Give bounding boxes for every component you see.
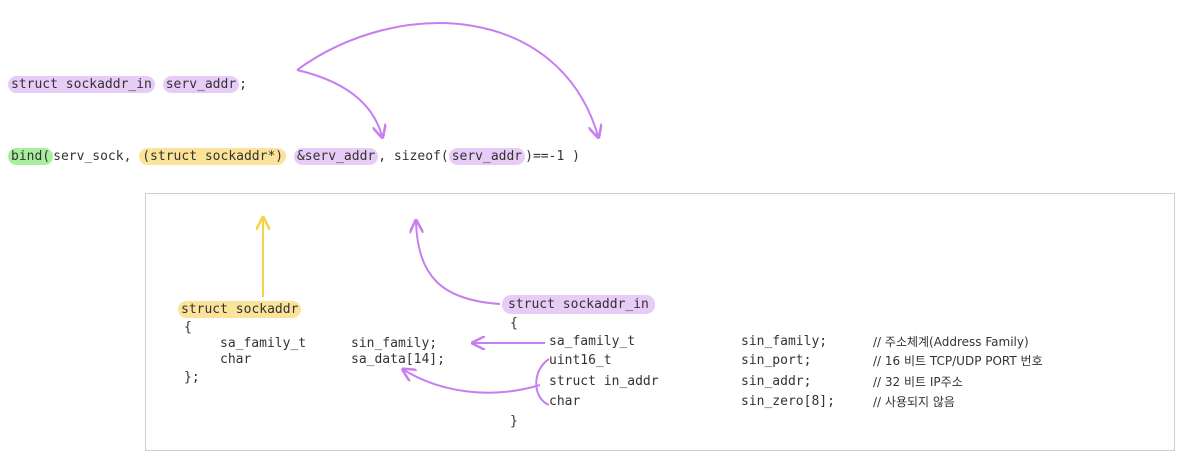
sockaddr-close-brace: };: [184, 370, 200, 385]
sockaddr-in-field-name: sin_family;: [741, 334, 828, 349]
sockaddr-in-title: struct sockaddr_in: [502, 295, 655, 314]
sockaddr-title: struct sockaddr: [178, 301, 302, 319]
sockaddr-in-field-comment: // 사용되지 않음: [873, 395, 955, 409]
bind-gap: [286, 149, 294, 164]
sockaddr-in-field-type: uint16_t: [549, 353, 612, 368]
struct-definitions-panel: [145, 193, 1175, 451]
sockaddr-in-field-name: sin_port;: [741, 353, 812, 368]
bind-call-line: bind(serv_sock, (struct sockaddr*) &serv…: [8, 148, 580, 166]
sockaddr-field-type: sa_family_t: [220, 336, 307, 351]
decl-struct-type: struct sockaddr_in: [8, 76, 155, 93]
sockaddr-field-type: char: [220, 352, 252, 367]
sockaddr-in-field-name: sin_addr;: [741, 374, 812, 389]
sockaddr-in-field-comment: // 32 비트 IP주소: [873, 375, 963, 389]
sockaddr-name: struct sockaddr: [178, 301, 302, 318]
decl-semicolon: ;: [239, 77, 247, 92]
arrow-var-to-sizeof: [296, 22, 598, 136]
arrow-var-to-addr: [296, 69, 382, 136]
sockaddr-in-name: struct sockaddr_in: [502, 295, 655, 314]
sockaddr-in-field-name: sin_zero[8];: [741, 394, 835, 409]
sockaddr-in-field-comment: // 16 비트 TCP/UDP PORT 번호: [873, 354, 1043, 368]
bind-cast: (struct sockaddr*): [139, 148, 287, 165]
bind-tail: )==-1 ): [525, 149, 580, 164]
bind-sizeof-arg: serv_addr: [448, 148, 526, 165]
sockaddr-in-open-brace: {: [510, 316, 518, 331]
sockaddr-in-close-brace: }: [510, 414, 518, 429]
bind-addr-arg: &serv_addr: [293, 148, 379, 165]
sockaddr-field-name: sin_family;: [351, 336, 438, 351]
sockaddr-in-field-type: struct in_addr: [549, 374, 659, 389]
sockaddr-in-field-type: char: [549, 394, 581, 409]
sockaddr-field-name: sa_data[14];: [351, 352, 445, 367]
sockaddr-in-field-comment: // 주소체계(Address Family): [873, 335, 1029, 349]
bind-mid: , sizeof(: [378, 149, 449, 164]
struct-declaration: struct sockaddr_in serv_addr;: [8, 76, 247, 94]
sockaddr-open-brace: {: [184, 320, 192, 335]
decl-variable: serv_addr: [162, 76, 240, 93]
bind-arg-sock: serv_sock,: [53, 149, 140, 164]
sockaddr-in-field-type: sa_family_t: [549, 334, 636, 349]
bind-function: bind(: [8, 148, 54, 165]
